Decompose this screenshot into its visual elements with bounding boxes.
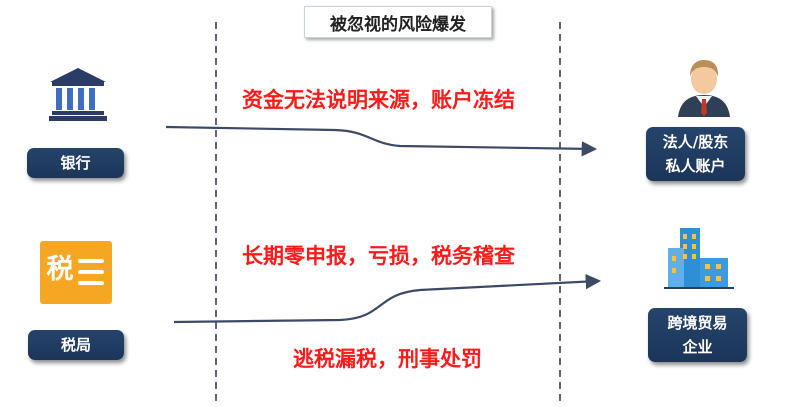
risk-tax-audit: 长期零申报，亏损，税务稽查 bbox=[242, 244, 515, 268]
tax-to-enterprise-arrow bbox=[173, 273, 602, 324]
enterprise-label-line2: 企业 bbox=[682, 338, 713, 356]
tax-bureau-node[interactable]: 税局 bbox=[28, 330, 124, 360]
tax-icon-glyph: 税 bbox=[46, 254, 74, 285]
bank-icon bbox=[49, 68, 107, 121]
enterprise-label-line1: 跨境贸易 bbox=[667, 314, 728, 332]
tax-bureau-icon: 税 bbox=[40, 241, 112, 304]
tax-icon-line bbox=[78, 270, 104, 274]
account-label-line1: 法人/股东 bbox=[662, 133, 729, 151]
risk-account-frozen: 资金无法说明来源，账户冻结 bbox=[242, 88, 515, 112]
risk-criminal-penalty: 逃税漏税，刑事处罚 bbox=[293, 347, 482, 371]
tax-icon-line bbox=[78, 259, 104, 263]
account-label-line2: 私人账户 bbox=[665, 157, 726, 175]
bank-to-account-arrow bbox=[165, 125, 598, 157]
private-account-node[interactable]: 法人/股东 私人账户 bbox=[646, 127, 745, 181]
diagram-title: 被忽视的风险爆发 bbox=[304, 6, 492, 38]
person-avatar-icon bbox=[678, 60, 730, 117]
building-icon bbox=[664, 228, 734, 289]
tax-icon-line bbox=[78, 281, 104, 285]
bank-label: 银行 bbox=[60, 154, 91, 172]
bank-node[interactable]: 银行 bbox=[27, 148, 124, 178]
cross-border-enterprise-node[interactable]: 跨境贸易 企业 bbox=[648, 308, 747, 362]
tax-bureau-label: 税局 bbox=[60, 336, 91, 354]
